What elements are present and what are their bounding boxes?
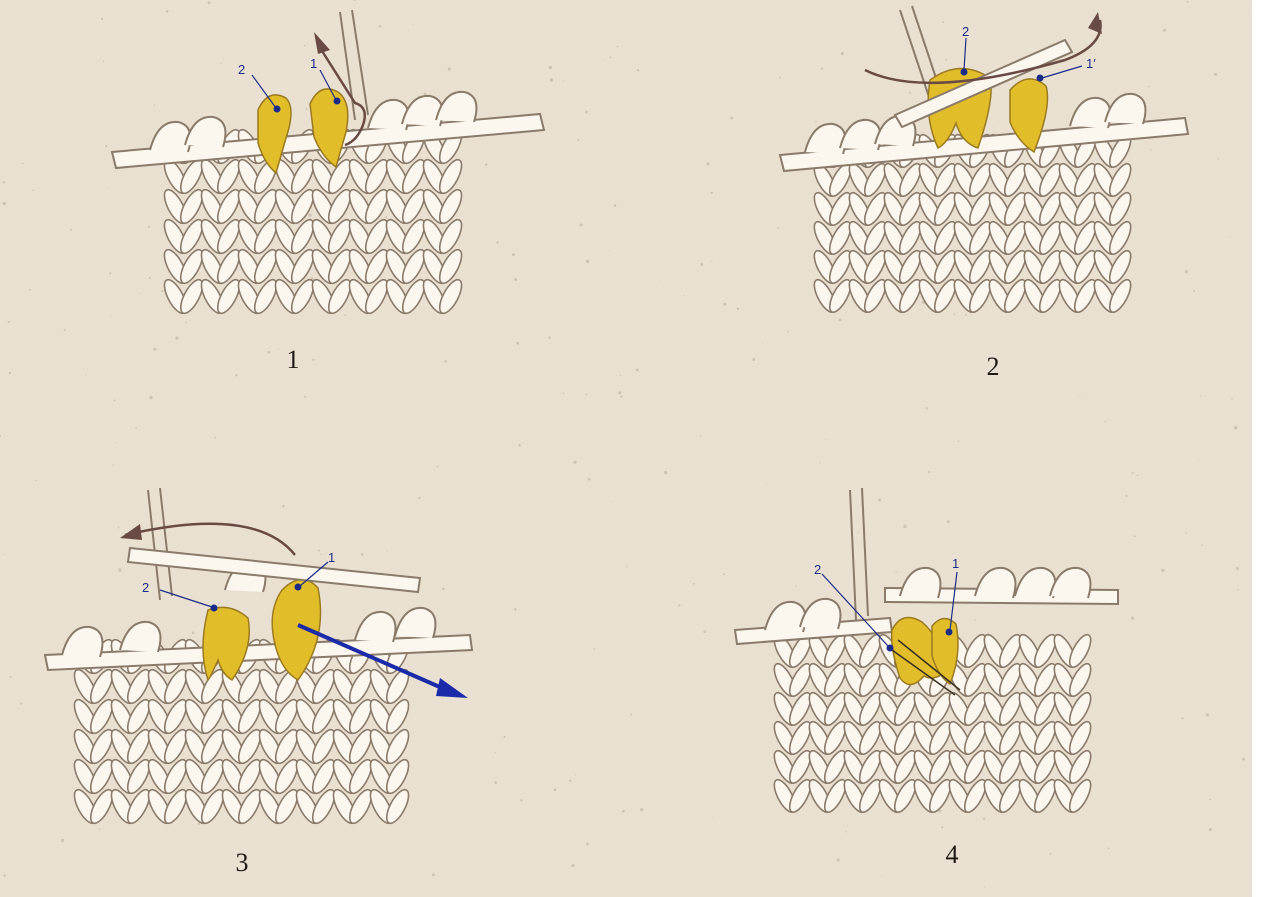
label-pointer xyxy=(964,38,966,70)
label-pointer xyxy=(1042,66,1082,78)
paper-speck xyxy=(620,375,621,376)
panel-caption: 2 xyxy=(973,352,1013,382)
paper-speck xyxy=(958,441,959,442)
label-dot xyxy=(295,584,302,591)
blue-arrowhead xyxy=(436,678,468,698)
stitch-label-1: 1 xyxy=(952,556,959,571)
panel-2-drawing: 2 1′ xyxy=(630,0,1250,440)
label-dot xyxy=(334,98,341,105)
paper-speck xyxy=(622,810,625,813)
paper-speck xyxy=(518,444,521,447)
paper-speck xyxy=(626,566,627,567)
diagram-panel-2: 2 1′ 2 xyxy=(630,0,1250,440)
stitch-label-2: 2 xyxy=(142,580,149,595)
stitch-label-1-prime: 1′ xyxy=(1086,56,1096,71)
arrowhead xyxy=(120,524,142,540)
label-pointer xyxy=(160,590,212,607)
stitch-label-2: 2 xyxy=(238,62,245,77)
paper-speck xyxy=(115,442,116,443)
label-dot xyxy=(887,645,894,652)
panel-3-drawing: 2 1 xyxy=(0,450,620,897)
label-dot xyxy=(961,69,968,76)
diagram-panel-3: 2 1 3 xyxy=(0,450,620,897)
label-dot xyxy=(274,106,281,113)
diagram-panel-4: 2 1 4 xyxy=(630,450,1250,897)
working-yarn xyxy=(148,488,172,600)
stitch-label-2: 2 xyxy=(814,562,821,577)
stitch-label-1: 1 xyxy=(310,56,317,71)
stitch-label-1: 1 xyxy=(328,550,335,565)
panel-caption: 1 xyxy=(273,345,313,375)
arrowhead xyxy=(1088,12,1102,34)
panel-4-drawing: 2 1 xyxy=(630,450,1250,897)
diagram-panel-1: 2 1 1 xyxy=(0,0,620,440)
label-dot xyxy=(211,605,218,612)
paper-speck xyxy=(620,395,622,397)
label-dot xyxy=(946,629,953,636)
working-yarn xyxy=(850,488,868,620)
panel-caption: 3 xyxy=(222,848,262,878)
stitch-label-2: 2 xyxy=(962,24,969,39)
arrowhead xyxy=(314,32,330,54)
label-dot xyxy=(1037,75,1044,82)
panel-caption: 4 xyxy=(932,840,972,870)
